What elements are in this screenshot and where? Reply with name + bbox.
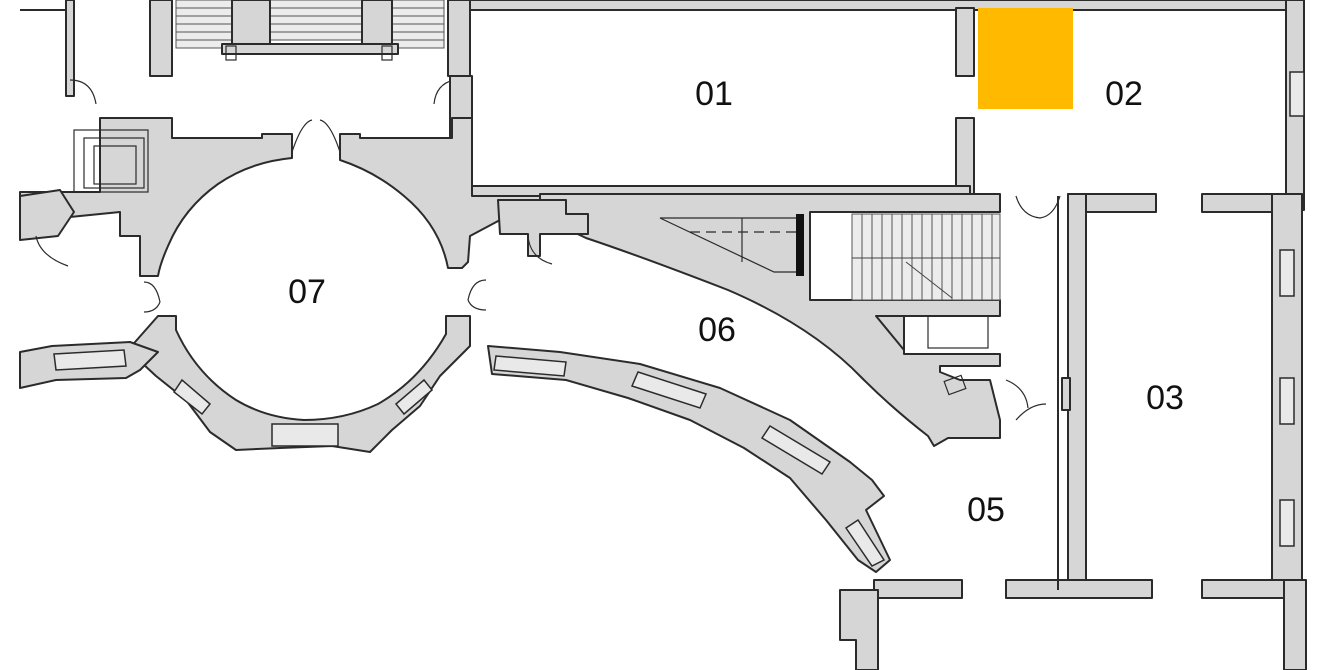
- top-left-stair-block: [20, 0, 471, 105]
- room-label-07: 07: [288, 273, 326, 311]
- left-facade: [19, 189, 159, 389]
- rotunda-block: [19, 117, 541, 453]
- room-label-02: 02: [1105, 75, 1143, 113]
- room-label-05: 05: [967, 491, 1005, 529]
- room-label-06: 06: [698, 311, 736, 349]
- highlight-marker: [978, 8, 1073, 109]
- corridor-06-walls: [497, 193, 1061, 447]
- room-label-01: 01: [695, 75, 733, 113]
- room-label-03: 03: [1146, 379, 1184, 417]
- south-facade: [487, 345, 891, 573]
- east-wing-walls: [839, 193, 1307, 670]
- room-01-02-block: [449, 0, 1305, 227]
